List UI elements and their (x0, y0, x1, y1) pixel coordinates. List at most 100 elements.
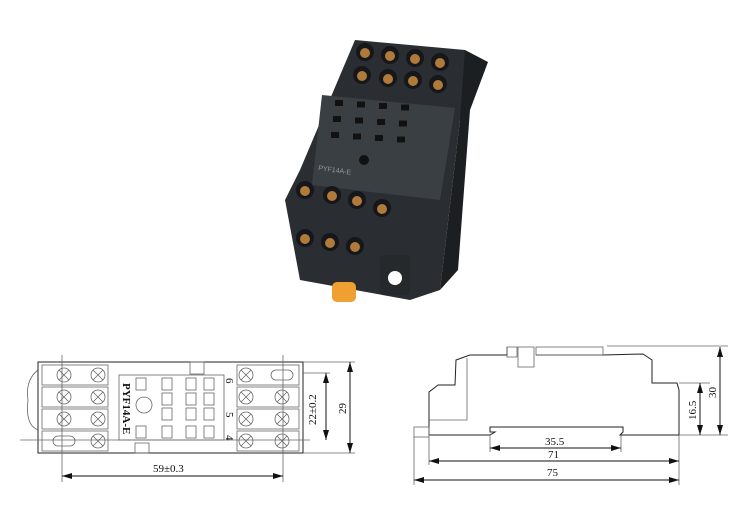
contact-hole (331, 132, 339, 138)
contact-hole (397, 136, 405, 143)
screw-icon (300, 186, 310, 196)
screw-cross (240, 413, 252, 425)
screw-cross (58, 391, 70, 403)
terminal-block (236, 386, 300, 408)
screw-cross (92, 413, 104, 425)
oval-slot-icon (270, 369, 294, 381)
contact-slot (161, 377, 173, 391)
screw-icon (238, 389, 254, 405)
contact-slot (135, 425, 147, 439)
screw-icon (385, 51, 395, 61)
contact-slot (161, 407, 173, 421)
screw-icon (410, 54, 420, 64)
terminal-block (236, 364, 300, 386)
model-label: PYF14A-E (120, 383, 132, 434)
screw-cross (276, 413, 288, 425)
top-view-drawing: PYF14A-E 6 5 4 22±0.2 29 59±0.3 (20, 355, 355, 482)
contact-hole (377, 119, 385, 125)
screw-cross (58, 369, 70, 381)
contact-hole (355, 117, 363, 124)
screw-icon (238, 433, 254, 449)
dim-height-30: 30 (707, 387, 719, 399)
screw-icon (433, 80, 443, 90)
contact-slot (185, 377, 197, 391)
contact-hole (399, 120, 407, 127)
dim-body: 71 (548, 449, 559, 461)
release-tab (332, 282, 356, 302)
screw-icon (90, 433, 106, 449)
terminal-block (236, 430, 300, 452)
dim-width: 59±0.3 (153, 463, 184, 475)
screw-icon (238, 411, 254, 427)
dim-total: 75 (547, 467, 559, 479)
contact-hole (357, 101, 365, 108)
screw-cross (240, 435, 252, 447)
contact-slot (185, 425, 197, 439)
screw-icon (274, 389, 290, 405)
pin-label-6: 6 (223, 378, 235, 384)
screw-cross (92, 391, 104, 403)
side-view-drawing: 30 16.5 35.5 71 75 (413, 345, 728, 485)
contact-hole (335, 100, 343, 106)
terminal-block (41, 408, 109, 430)
screw-icon (360, 48, 370, 58)
screw-icon (300, 234, 310, 244)
contact-grid (135, 377, 215, 439)
center-hole (359, 155, 369, 165)
pin-label-5: 5 (223, 412, 235, 418)
contact-hole (375, 135, 383, 141)
screw-cross (92, 435, 104, 447)
screw-icon (350, 242, 360, 252)
contact-slot (135, 377, 147, 391)
screw-icon (327, 191, 337, 201)
terminal-block (41, 386, 109, 408)
contact-slot (203, 377, 215, 391)
pin-label-4: 4 (223, 435, 235, 441)
screw-icon (90, 367, 106, 383)
contact-hole (379, 103, 387, 109)
screw-icon (274, 411, 290, 427)
contact-hole (401, 104, 409, 111)
contact-slot (161, 392, 173, 406)
screw-cross (92, 369, 104, 381)
contact-slot (161, 425, 173, 439)
screw-icon (408, 76, 418, 86)
screw-cross (276, 391, 288, 403)
contact-slot (203, 407, 215, 421)
screw-icon (90, 411, 106, 427)
screw-icon (56, 389, 72, 405)
screw-cross (240, 391, 252, 403)
screw-icon (435, 58, 445, 68)
dim-pitch: 22±0.2 (307, 394, 319, 425)
screw-cross (276, 435, 288, 447)
terminal-screws (296, 43, 449, 255)
screw-icon (325, 238, 335, 248)
screw-icon (274, 433, 290, 449)
contact-hole (333, 116, 341, 122)
screw-icon (383, 74, 393, 84)
screw-icon (56, 367, 72, 383)
dim-height: 29 (337, 403, 349, 415)
contact-holes (331, 100, 409, 143)
contact-slot (185, 392, 197, 406)
terminal-block (41, 364, 109, 386)
contact-slot (185, 407, 197, 421)
product-photo: PYF14A-E (285, 40, 488, 302)
screw-icon (238, 367, 254, 383)
oval-slot-icon (52, 435, 76, 447)
mounting-hole (388, 271, 402, 285)
dim-rail-height: 16.5 (687, 400, 699, 420)
contact-hole (353, 133, 361, 140)
terminal-block (236, 408, 300, 430)
photo-model-label: PYF14A-E (318, 165, 352, 177)
screw-cross (240, 369, 252, 381)
terminal-block (41, 430, 109, 452)
screw-icon (56, 411, 72, 427)
terminal-rows (41, 364, 300, 452)
screw-icon (90, 389, 106, 405)
contact-slot (203, 425, 215, 439)
screw-icon (357, 71, 367, 81)
screw-icon (377, 204, 387, 214)
